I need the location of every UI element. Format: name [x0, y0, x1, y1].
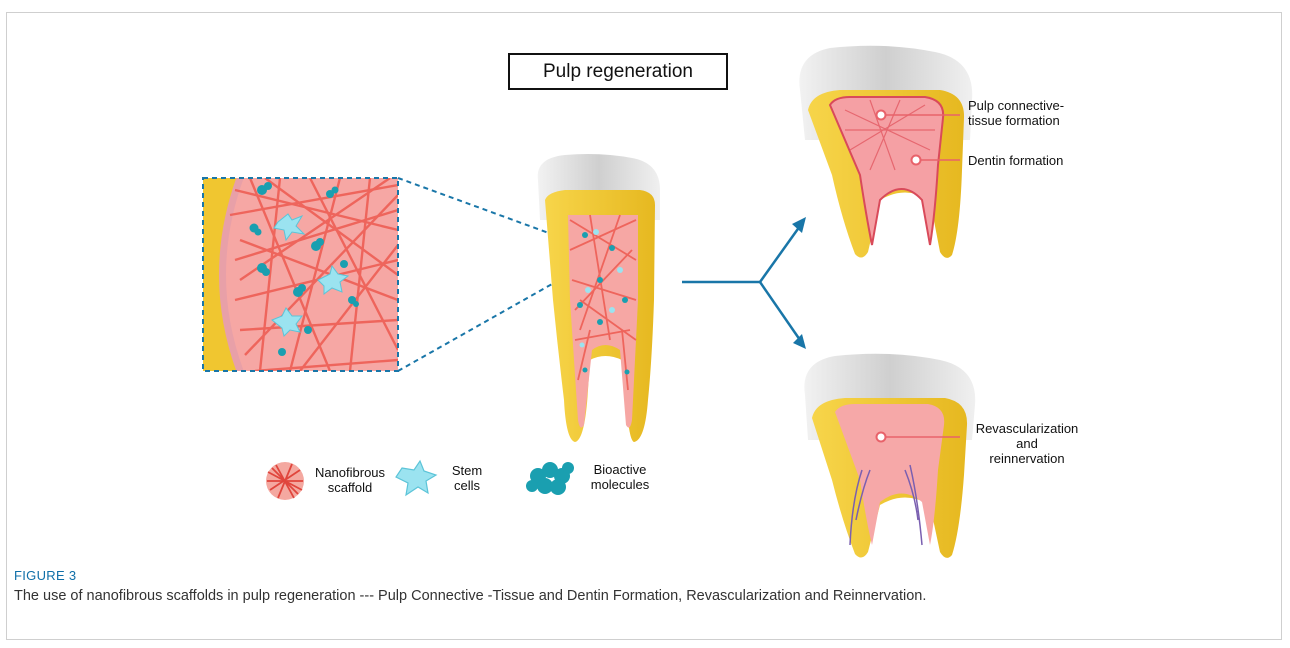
label-dentin-formation: Dentin formation [968, 153, 1063, 168]
tooth-revascularization [804, 354, 975, 558]
legend-stem-cells-label: Stem cells [438, 463, 496, 493]
legend-bioactive-icon [526, 462, 574, 495]
arrow-head-down [793, 334, 806, 349]
caption-text: The use of nanofibrous scaffolds in pulp… [14, 588, 926, 604]
figure-title: Pulp regeneration [508, 53, 728, 90]
legend-bioactive-label: Bioactive molecules [580, 462, 660, 492]
legend-nanofibrous-icon [266, 462, 304, 500]
label-revascularization: Revascularization and reinnervation [962, 421, 1092, 466]
tooth-pulp-dentin [799, 46, 972, 258]
zoom-panel [203, 178, 398, 371]
caption-label: FIGURE 3 [14, 568, 76, 583]
legend-stem-cell-icon [396, 461, 436, 495]
legend-nanofibrous-label: Nanofibrous scaffold [308, 465, 392, 495]
tooth-scaffold [538, 154, 660, 442]
arrow-head-up [792, 217, 806, 233]
label-pulp-connective: Pulp connective- tissue formation [968, 98, 1064, 128]
branch-arrow [682, 226, 800, 340]
